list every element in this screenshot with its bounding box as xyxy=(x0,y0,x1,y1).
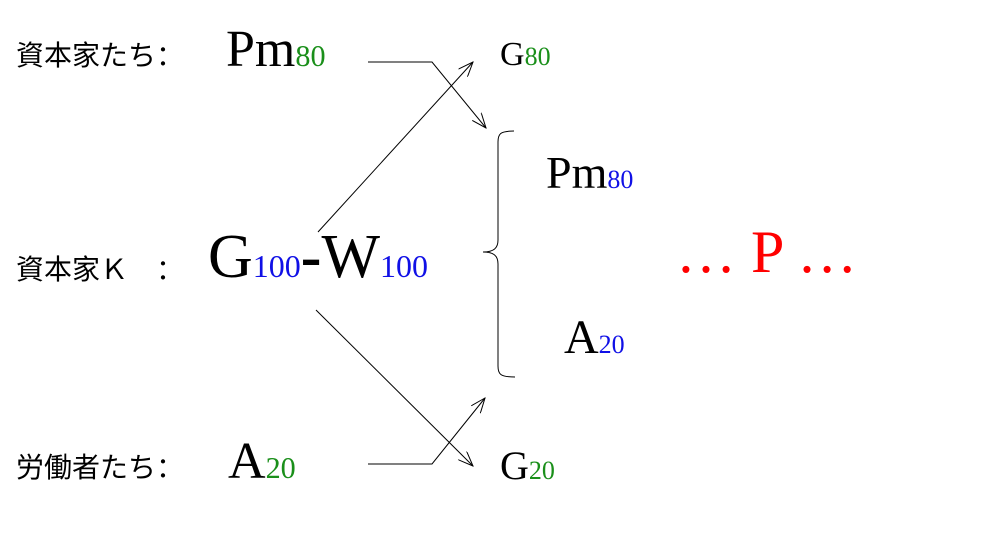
g80: G80 xyxy=(500,38,551,72)
g-symbol: G xyxy=(208,223,253,291)
g-subscript: 100 xyxy=(252,248,301,284)
bracket-a-symbol: A xyxy=(564,311,599,364)
g20-symbol: G xyxy=(500,443,529,488)
a-symbol: A xyxy=(228,433,266,490)
capitalist-k-label: 資本家Ｋ ： xyxy=(16,253,185,286)
g20: G20 xyxy=(500,446,555,486)
g80-symbol: G xyxy=(500,36,525,73)
pm-subscript: 80 xyxy=(295,39,326,73)
bracket-a-subscript: 20 xyxy=(598,330,625,359)
bracket-pm-symbol: Pm xyxy=(546,147,608,198)
dash-symbol: - xyxy=(300,223,322,291)
bracket-a: A20 xyxy=(564,314,625,362)
bracket-pm: Pm80 xyxy=(546,150,633,196)
capitalists-pm: Pm80 xyxy=(226,24,326,76)
bracket-pm-subscript: 80 xyxy=(607,165,634,194)
workers-a: A20 xyxy=(228,436,296,488)
w-subscript: 100 xyxy=(379,248,428,284)
capitalist-k-exchange: G100-W100 xyxy=(208,226,428,288)
workers-label: 労働者たち： xyxy=(16,451,185,484)
production-process: … P … xyxy=(676,219,858,285)
arrow-g100-to-g80 xyxy=(317,62,473,233)
g20-subscript: 20 xyxy=(528,456,555,485)
arrow-a-to-bracket xyxy=(368,398,485,465)
arrow-pm-to-bracket xyxy=(368,61,486,128)
capitalists-label: 資本家たち： xyxy=(16,39,185,72)
a-subscript: 20 xyxy=(265,451,296,485)
w-symbol: W xyxy=(321,223,380,291)
pm-symbol: Pm xyxy=(226,21,296,78)
curly-brace xyxy=(482,130,516,378)
arrow-g100-to-g20 xyxy=(315,309,473,466)
g80-subscript: 80 xyxy=(524,42,551,71)
